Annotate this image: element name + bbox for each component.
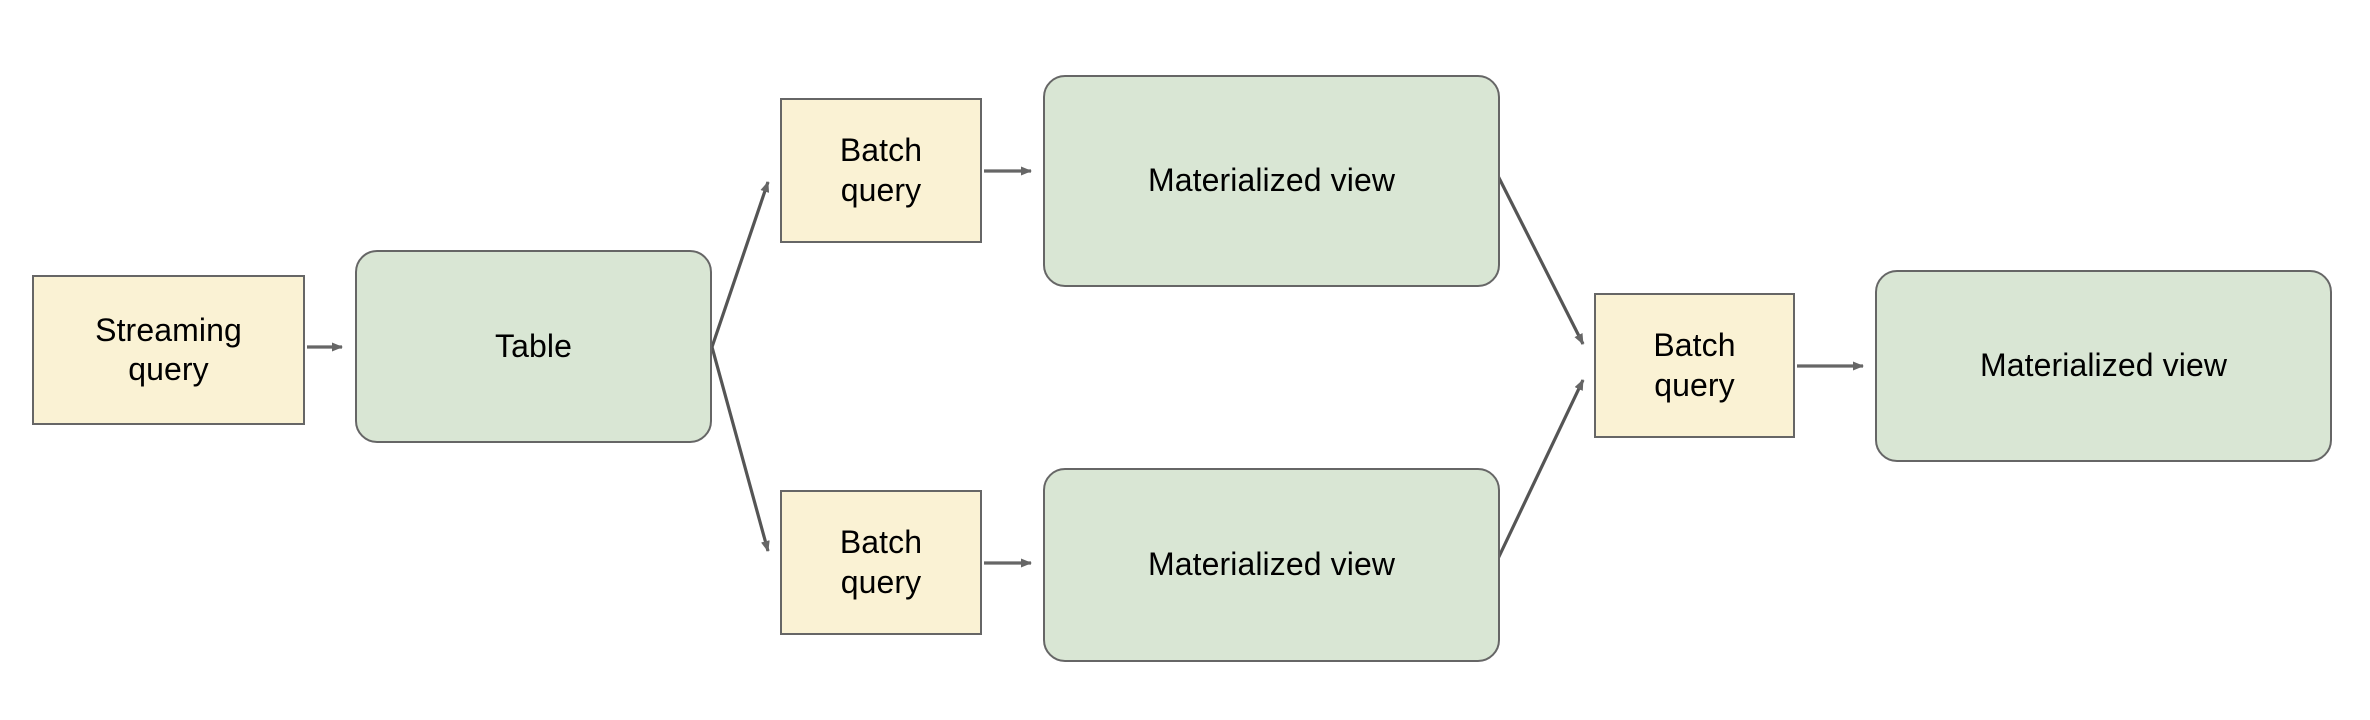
node-materialized-view-top-label: Materialized view — [1147, 162, 1396, 199]
node-materialized-view-final[interactable]: Materialized view — [1875, 270, 2332, 462]
node-streaming-query[interactable]: Streaming query — [32, 275, 305, 425]
node-table-label: Table — [495, 327, 572, 364]
edge-mv-bottom-to-batch-merge — [1493, 379, 1585, 566]
node-batch-query-top-label: Batch query — [839, 132, 923, 208]
node-materialized-view-final-label: Materialized view — [1979, 347, 2228, 384]
edge-table-to-batch-top — [710, 181, 770, 348]
node-batch-query-bottom-label: Batch query — [839, 524, 923, 600]
node-batch-query-bottom[interactable]: Batch query — [780, 490, 982, 635]
node-materialized-view-bottom[interactable]: Materialized view — [1043, 468, 1500, 662]
edge-table-to-batch-bottom — [710, 346, 770, 552]
node-materialized-view-top[interactable]: Materialized view — [1043, 75, 1500, 287]
node-materialized-view-bottom-label: Materialized view — [1147, 546, 1396, 583]
node-table[interactable]: Table — [355, 250, 712, 443]
node-batch-query-merge-label: Batch query — [1653, 327, 1736, 403]
edge-mv-top-to-batch-merge — [1493, 169, 1585, 345]
node-streaming-query-label: Streaming query — [95, 311, 242, 387]
node-batch-query-merge[interactable]: Batch query — [1594, 293, 1795, 438]
node-batch-query-top[interactable]: Batch query — [780, 98, 982, 243]
